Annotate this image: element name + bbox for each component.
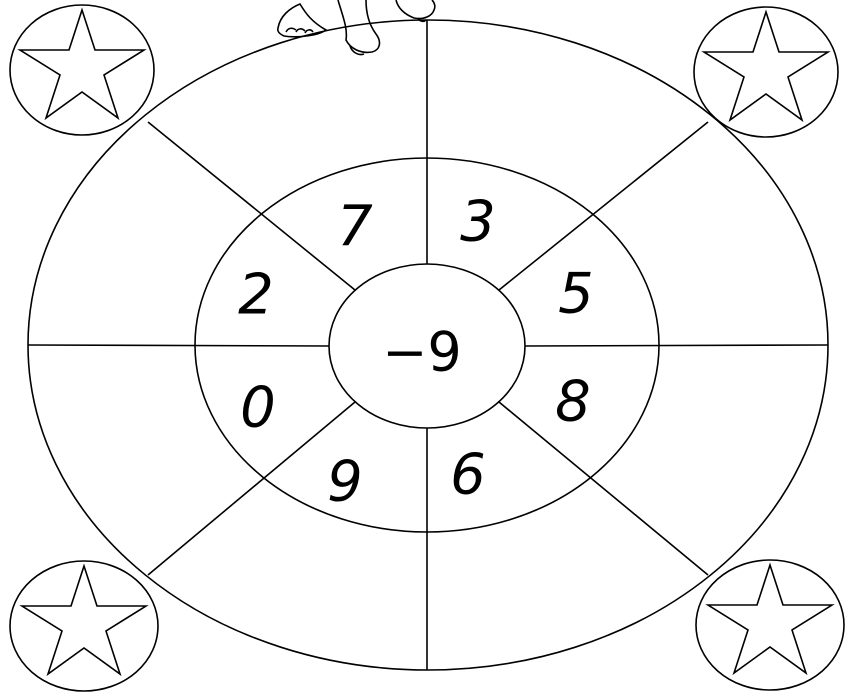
spoke-left (28, 345, 329, 346)
sector-number: 0 (240, 376, 276, 441)
star-in-circle-icon (696, 560, 844, 690)
center-number: −9 (382, 321, 462, 384)
sector-number: 2 (238, 263, 274, 328)
spoke-bottom-right (499, 402, 708, 575)
sector-number: 3 (460, 190, 496, 255)
sector-number: 8 (555, 370, 591, 435)
cartoon-character-feet-icon (278, 0, 435, 55)
sector-number: 5 (558, 262, 594, 327)
spoke-top-right (499, 122, 708, 290)
sector-number: 6 (450, 443, 486, 508)
sector-number: 9 (327, 450, 363, 515)
sector-number: 7 (337, 195, 373, 260)
star-in-circle-icon (10, 561, 158, 691)
spoke-right (525, 345, 828, 346)
star-in-circle-icon (10, 5, 154, 135)
star-in-circle-icon (694, 7, 838, 137)
